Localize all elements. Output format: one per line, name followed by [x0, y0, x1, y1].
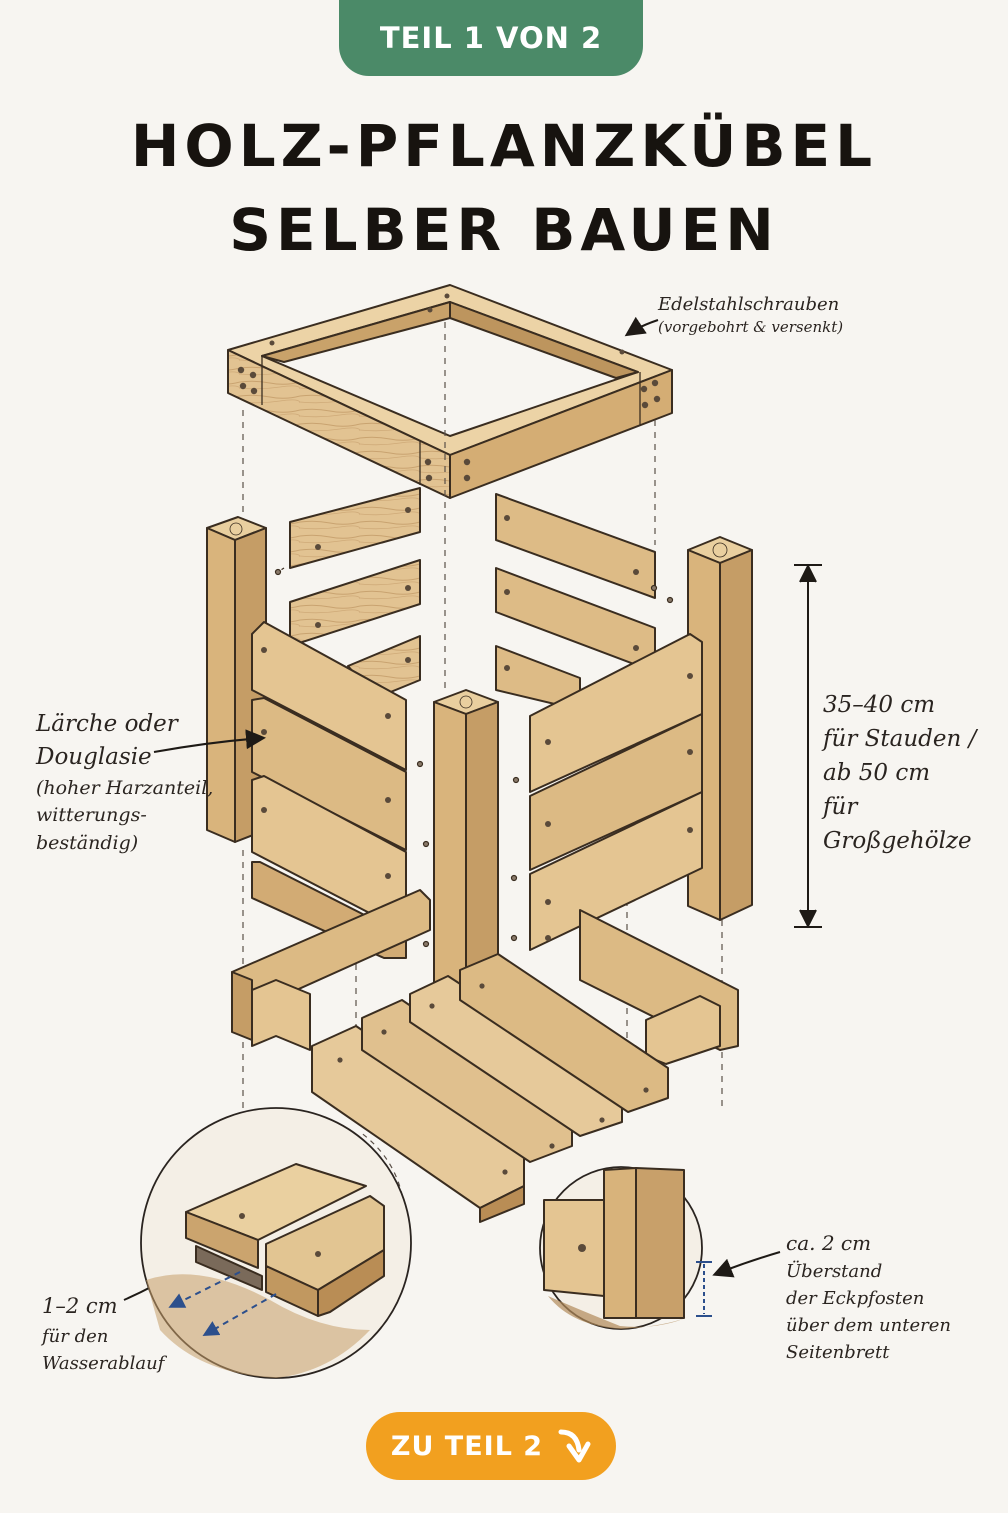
- page-title: HOLZ-PFLANZKÜBEL SELBER BAUEN: [0, 104, 1008, 272]
- next-part-label: ZU TEIL 2: [390, 1430, 544, 1462]
- height-annotation: 35–40 cm für Stauden / ab 50 cm für Groß…: [823, 688, 976, 858]
- height-line-2: für Stauden /: [823, 726, 977, 753]
- height-line-5: Großgehölze: [823, 828, 972, 855]
- overhang-line-4: über dem unteren: [786, 1315, 951, 1336]
- wood-line-5: beständig): [36, 831, 139, 854]
- title-line-2: SELBER BAUEN: [229, 196, 779, 265]
- height-line-1: 35–40 cm: [823, 692, 936, 718]
- wood-line-2: Douglasie: [36, 744, 152, 771]
- wood-annotation: Lärche oder Douglasie (hoher Harzanteil,…: [36, 708, 213, 857]
- overhang-line-1: ca. 2 cm: [786, 1231, 872, 1255]
- height-line-4: für: [823, 794, 858, 821]
- part-badge: TEIL 1 VON 2: [339, 0, 643, 76]
- drainage-line-2: für den: [42, 1325, 109, 1347]
- overhang-line-3: der Eckpfosten: [786, 1288, 925, 1309]
- floor-slats: [311, 953, 669, 1223]
- base-rails: [231, 889, 739, 1065]
- assembly-guide-lines: [242, 322, 723, 1130]
- wood-line-3: (hoher Harzanteil,: [36, 776, 214, 799]
- overhang-line-2: Überstand: [786, 1261, 883, 1282]
- post-front-center: [433, 689, 499, 997]
- title-line-1: HOLZ-PFLANZKÜBEL: [130, 112, 878, 180]
- drainage-line-1: 1–2 cm: [42, 1294, 118, 1318]
- overhang-annotation: ca. 2 cm Überstand der Eckpfosten über d…: [786, 1228, 951, 1366]
- overhang-detail-circle: [539, 1166, 712, 1330]
- height-line-3: ab 50 cm: [823, 760, 931, 787]
- curved-arrow-down-icon: [558, 1429, 591, 1463]
- wood-line-1: Lärche oder: [36, 711, 178, 737]
- top-frame: [227, 284, 673, 499]
- front-right-panel: [529, 633, 703, 951]
- wood-line-4: witterungs-: [36, 804, 147, 827]
- next-part-button[interactable]: ZU TEIL 2: [366, 1412, 616, 1480]
- drainage-annotation: 1–2 cm für den Wasserablauf: [42, 1290, 164, 1378]
- front-left-panel: [251, 621, 407, 959]
- top-frame-screws: [237, 293, 661, 482]
- screws-note: (vorgebohrt & versenkt): [658, 318, 844, 337]
- height-dimension: [794, 563, 822, 929]
- overhang-line-5: Seitenbrett: [786, 1342, 890, 1363]
- screws-label: Edelstahlschrauben: [658, 294, 840, 315]
- part-badge-label: TEIL 1 VON 2: [379, 21, 603, 55]
- drainage-line-3: Wasserablauf: [42, 1353, 165, 1375]
- screws-annotation: Edelstahlschrauben (vorgebohrt & versenk…: [658, 293, 843, 338]
- loose-screws: [274, 567, 674, 948]
- drainage-detail-circle: [140, 1107, 412, 1379]
